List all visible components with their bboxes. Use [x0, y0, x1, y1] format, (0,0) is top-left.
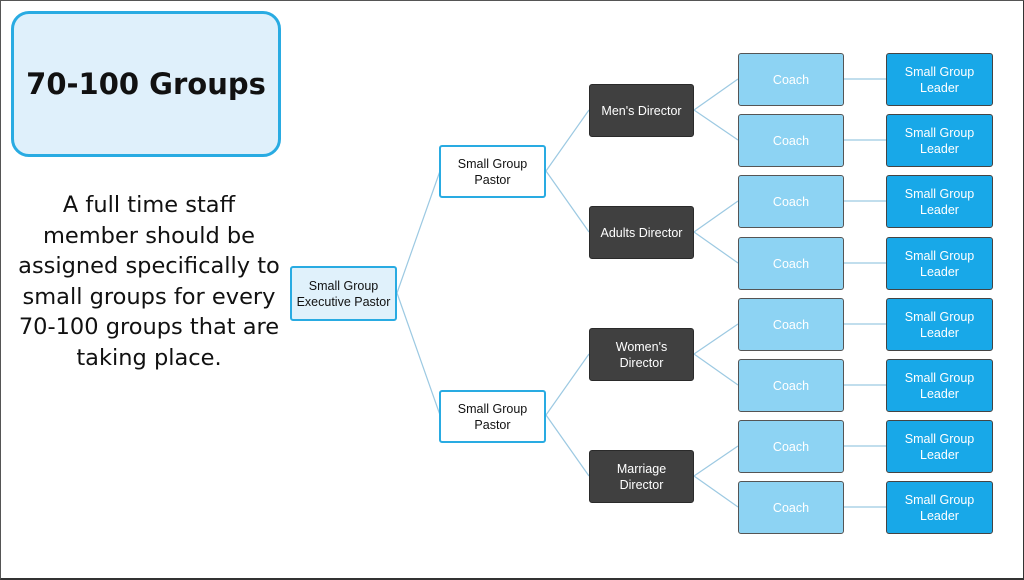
node-coach: Coach [738, 481, 844, 534]
connector-pastor-director-4 [545, 414, 590, 477]
node-small-group-leader: Small Group Leader [886, 420, 993, 473]
connector-director-coach-3 [693, 200, 739, 233]
node-coach: Coach [738, 420, 844, 473]
description-text: A full time staff member should be assig… [18, 192, 280, 371]
connector-exec-pastor-1 [396, 170, 441, 294]
connector-director-coach-7 [693, 445, 739, 477]
node-small-group-pastor: Small Group Pastor [439, 390, 546, 443]
node-small-group-leader: Small Group Leader [886, 114, 993, 167]
node-coach: Coach [738, 114, 844, 167]
connector-pastor-director-3 [545, 353, 590, 416]
connector-pastor-director-1 [545, 109, 590, 172]
connector-director-coach-1 [693, 78, 739, 111]
title-box: 70-100 Groups [11, 11, 281, 157]
connector-director-coach-6 [693, 353, 739, 386]
connector-director-coach-5 [693, 323, 739, 355]
node-director: Women's Director [589, 328, 694, 381]
node-small-group-leader: Small Group Leader [886, 53, 993, 106]
node-director: Adults Director [589, 206, 694, 259]
connector-director-coach-4 [693, 231, 739, 264]
node-coach: Coach [738, 359, 844, 412]
node-coach: Coach [738, 175, 844, 228]
node-director: Men's Director [589, 84, 694, 137]
node-coach: Coach [738, 53, 844, 106]
node-small-group-leader: Small Group Leader [886, 481, 993, 534]
node-coach: Coach [738, 298, 844, 351]
node-small-group-leader: Small Group Leader [886, 237, 993, 290]
node-coach: Coach [738, 237, 844, 290]
node-small-group-pastor: Small Group Pastor [439, 145, 546, 198]
node-small-group-leader: Small Group Leader [886, 298, 993, 351]
connector-director-coach-2 [693, 109, 739, 141]
connector-pastor-director-2 [545, 170, 590, 233]
page-title: 70-100 Groups [26, 67, 266, 101]
node-small-group-leader: Small Group Leader [886, 359, 993, 412]
connector-exec-pastor-2 [396, 292, 441, 416]
node-director: Marriage Director [589, 450, 694, 503]
connector-director-coach-8 [693, 475, 739, 508]
node-small-group-leader: Small Group Leader [886, 175, 993, 228]
node-executive-pastor: Small Group Executive Pastor [290, 266, 397, 321]
